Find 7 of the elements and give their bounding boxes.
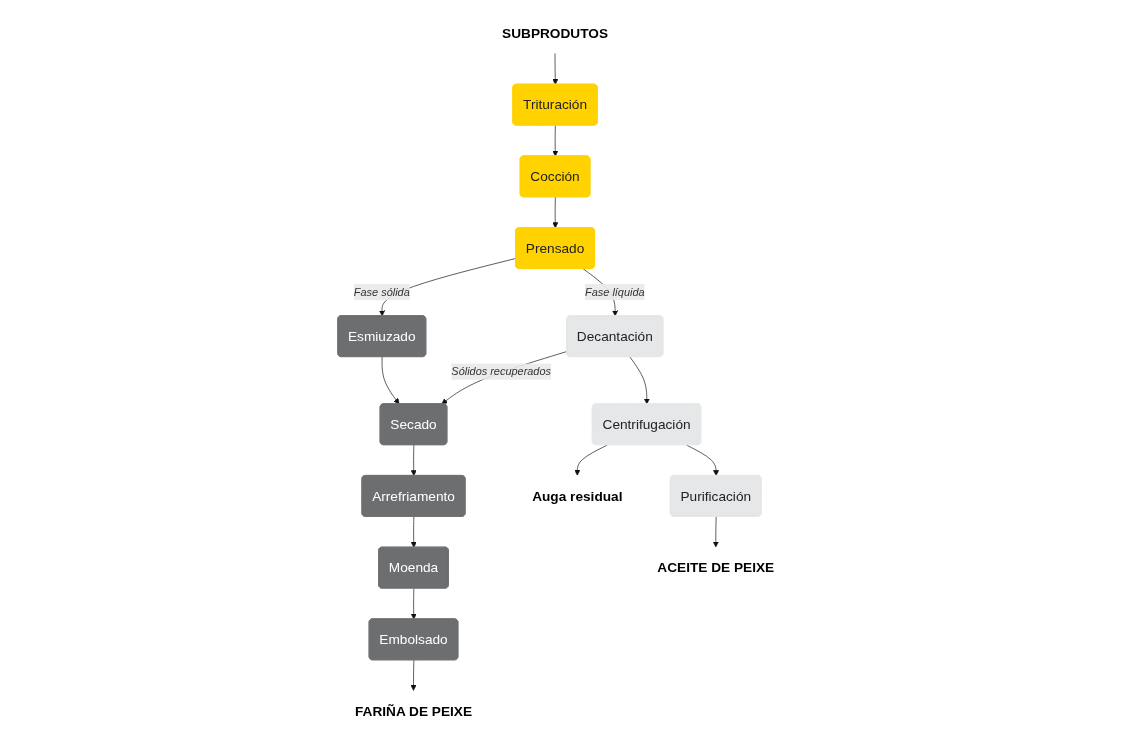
node-text: ACEITE DE PEIXE xyxy=(657,560,775,576)
node-text: Auga residual xyxy=(532,488,623,504)
node-text: SUBPRODUTOS xyxy=(502,25,609,41)
edge-label: Sólidos recuperados xyxy=(451,365,552,378)
node-text: FARIÑA DE PEIXE xyxy=(355,703,473,719)
edge-label: Fase sólida xyxy=(354,285,411,298)
edge-label: Fase líquida xyxy=(585,285,645,298)
